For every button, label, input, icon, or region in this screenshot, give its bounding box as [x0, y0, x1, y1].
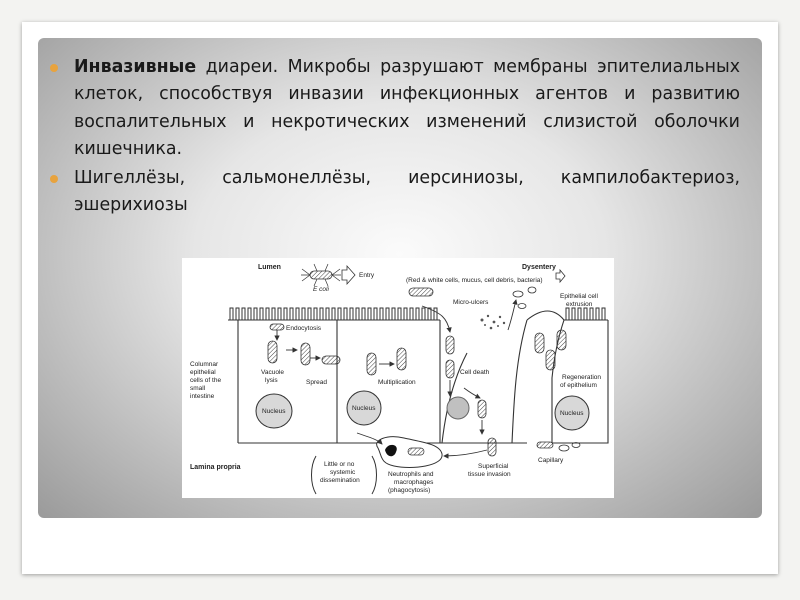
- bullet-list: Инвазивные диареи. Микробы разрушают мем…: [50, 54, 740, 220]
- label-systemic-2: systemic: [330, 469, 356, 476]
- label-extrusion-2: extrusion: [566, 301, 593, 308]
- label-columnar-5: intestine: [190, 393, 215, 400]
- blood-cells: [512, 286, 581, 452]
- bullet-item-invasive: Инвазивные диареи. Микробы разрушают мем…: [50, 54, 740, 164]
- nuclei: [255, 390, 590, 431]
- label-lamina-propria: Lamina propria: [190, 464, 241, 471]
- label-dysentery: Dysentery: [522, 264, 556, 271]
- label-neutrophils-2: macrophages: [394, 479, 434, 486]
- microvilli-row: [228, 307, 608, 321]
- label-columnar-1: Columnar: [190, 361, 219, 368]
- label-capillary: Capillary: [538, 457, 564, 464]
- label-spread: Spread: [306, 379, 327, 386]
- label-regeneration-1: Regeneration: [562, 374, 601, 381]
- bacteria: [267, 270, 567, 457]
- label-superficial-1: Superficial: [478, 463, 509, 470]
- bracket-right: [371, 455, 377, 495]
- bullet-dot-icon: [50, 64, 58, 72]
- label-cell-death: Cell death: [460, 369, 490, 376]
- label-neutrophils-1: Neutrophils and: [388, 471, 434, 478]
- bracket-left: [311, 455, 317, 495]
- label-extrusion-1: Epithelial cell: [560, 293, 598, 300]
- label-columnar-2: epithelial: [190, 369, 216, 376]
- label-systemic-1: Little or no: [324, 461, 355, 468]
- entry-arrow-icon: [341, 264, 356, 286]
- label-endocytosis: Endocytosis: [286, 325, 322, 332]
- label-neutrophils-3: (phagocytosis): [388, 487, 430, 494]
- label-columnar-3: cells of the: [190, 377, 221, 384]
- label-nucleus-3: Nucleus: [560, 410, 584, 417]
- invasion-diagram: Lumen Entry E coli Endocytosis Columnar …: [182, 258, 614, 498]
- debris: [480, 314, 506, 330]
- label-lumen: Lumen: [258, 264, 281, 271]
- diagram-svg: Lumen Entry E coli Endocytosis Columnar …: [190, 263, 609, 495]
- bullet-text: Шигеллёзы, сальмонеллёзы, иерсиниозы, ка…: [74, 167, 740, 216]
- label-systemic-3: dissemination: [320, 477, 360, 484]
- bullet-bold-term: Инвазивные: [74, 57, 197, 77]
- bullet-dot-icon: [50, 174, 58, 183]
- label-vacuole: Vacuole: [261, 369, 284, 376]
- e-coli-flagella: [301, 263, 341, 287]
- bullet-text: диареи. Микробы разрушают мембраны эпите…: [74, 57, 740, 160]
- label-superficial-2: tissue invasion: [468, 471, 511, 478]
- label-multiplication: Multiplication: [378, 379, 416, 386]
- label-columnar-4: small: [190, 385, 206, 392]
- bullet-item-infections: Шигеллёзы, сальмонеллёзы, иерсиниозы, ка…: [50, 165, 740, 220]
- label-nucleus-2: Nucleus: [352, 405, 376, 412]
- macrophage: [376, 436, 443, 468]
- label-regeneration-2: of epithelium: [560, 382, 597, 389]
- label-dysentery-note: (Red & white cells, mucus, cell debris, …: [406, 277, 543, 284]
- label-e-coli: E coli: [313, 286, 329, 293]
- label-nucleus-1: Nucleus: [262, 408, 286, 415]
- dysentery-arrow-icon: [555, 268, 566, 284]
- arrows: [274, 299, 518, 459]
- label-entry: Entry: [359, 272, 375, 279]
- label-micro-ulcers: Micro-ulcers: [453, 299, 489, 306]
- label-lysis: lysis: [265, 377, 278, 384]
